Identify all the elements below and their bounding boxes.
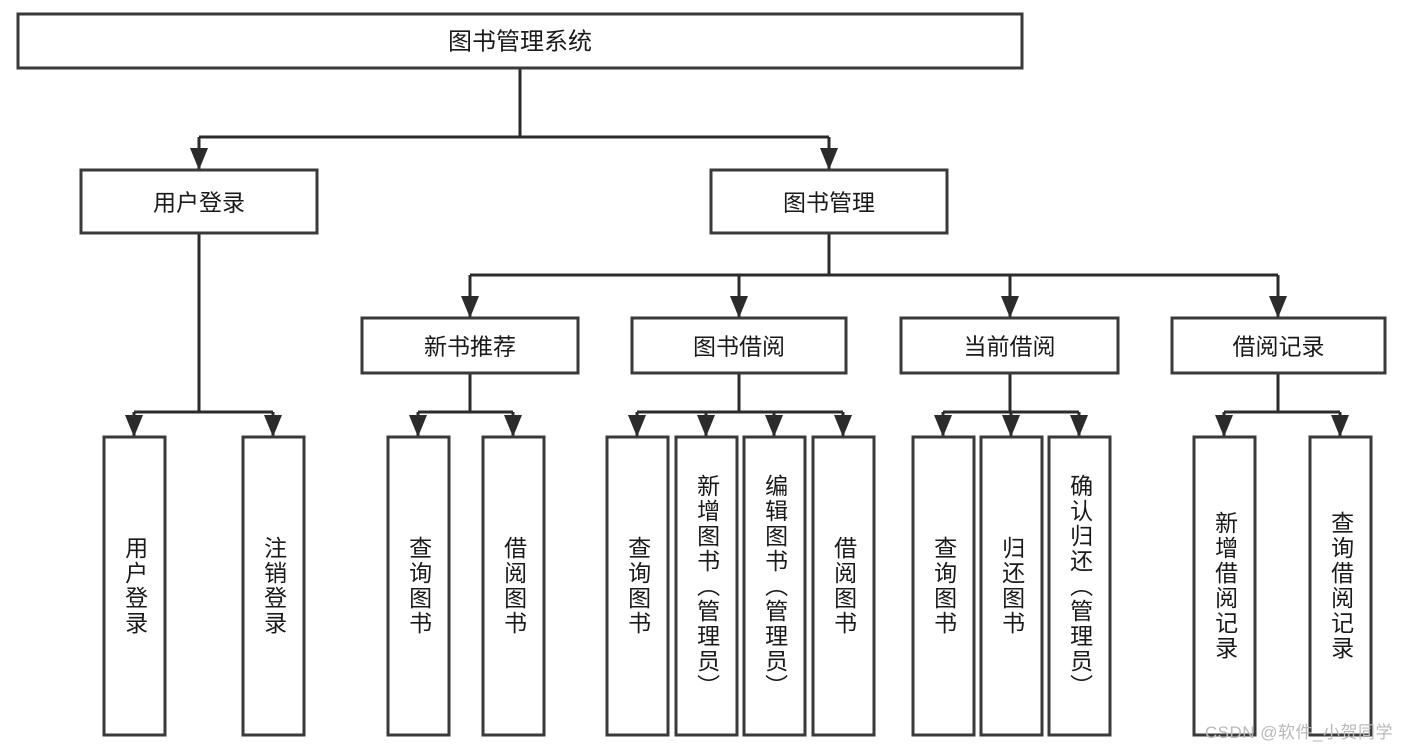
leaf-label-leaf-add-borrow-record: 新增借阅记录 xyxy=(1211,511,1238,661)
node-label-new-book-recommend: 新书推荐 xyxy=(424,334,516,360)
leaf-label-leaf-user-login: 用户登录 xyxy=(121,536,148,636)
node-box-book-borrow[interactable] xyxy=(630,316,848,375)
arrow-head-icon xyxy=(125,415,143,437)
leaf-label-leaf-confirm-return-admin: 确认归还（管理员） xyxy=(1066,473,1093,699)
leaf-label-leaf-logout-login: 注销登录 xyxy=(260,536,287,636)
node-box-root-system[interactable] xyxy=(16,12,1024,70)
node-box-leaf-add-book-admin[interactable] xyxy=(674,435,739,737)
boxes-layer xyxy=(16,12,1387,737)
node-box-leaf-user-login[interactable] xyxy=(102,435,167,737)
node-box-leaf-logout-login[interactable] xyxy=(241,435,306,737)
node-box-borrow-record[interactable] xyxy=(1170,316,1387,375)
node-box-leaf-return-book[interactable] xyxy=(979,435,1044,737)
node-box-book-manage[interactable] xyxy=(709,168,949,235)
node-box-user-login[interactable] xyxy=(79,168,319,235)
leaf-label-leaf-return-book: 归还图书 xyxy=(998,536,1025,636)
leaf-label-leaf-add-book-admin: 新增图书（管理员） xyxy=(693,473,720,699)
node-box-leaf-edit-book-admin[interactable] xyxy=(742,435,807,737)
arrow-head-icon xyxy=(834,415,852,437)
arrow-head-icon xyxy=(1070,415,1088,437)
arrow-head-icon xyxy=(730,296,748,318)
arrow-head-icon xyxy=(934,415,952,437)
leaf-label-leaf-query-book-rec: 查询图书 xyxy=(405,536,432,636)
leaf-label-leaf-query-borrow-record: 查询借阅记录 xyxy=(1327,511,1354,661)
node-box-new-book-recommend[interactable] xyxy=(360,316,580,375)
arrow-head-icon xyxy=(1331,415,1349,437)
node-box-leaf-add-borrow-record[interactable] xyxy=(1192,435,1257,737)
arrow-head-icon xyxy=(409,415,427,437)
arrow-head-icon xyxy=(1002,415,1020,437)
arrow-head-icon xyxy=(1001,296,1019,318)
node-box-leaf-borrow-book[interactable] xyxy=(811,435,876,737)
node-box-leaf-borrow-book-rec[interactable] xyxy=(481,435,546,737)
arrow-head-icon xyxy=(1269,296,1287,318)
arrow-head-icon xyxy=(1215,415,1233,437)
connectors-layer xyxy=(125,68,1349,437)
node-box-leaf-query-book-rec[interactable] xyxy=(386,435,451,737)
node-label-borrow-record: 借阅记录 xyxy=(1233,334,1325,360)
arrow-head-icon xyxy=(190,148,208,170)
arrow-head-icon xyxy=(504,415,522,437)
arrow-head-icon xyxy=(697,415,715,437)
node-box-current-borrow[interactable] xyxy=(899,316,1120,375)
arrow-head-icon xyxy=(628,415,646,437)
node-box-leaf-query-book-cur[interactable] xyxy=(911,435,976,737)
node-label-root-system: 图书管理系统 xyxy=(448,29,592,56)
leaf-label-leaf-borrow-book: 借阅图书 xyxy=(830,536,857,636)
node-label-book-manage: 图书管理 xyxy=(783,190,875,216)
node-box-leaf-query-borrow-record[interactable] xyxy=(1308,435,1373,737)
node-box-leaf-confirm-return-admin[interactable] xyxy=(1047,435,1112,737)
arrow-head-icon xyxy=(461,296,479,318)
node-label-user-login: 用户登录 xyxy=(153,190,245,216)
node-label-book-borrow: 图书借阅 xyxy=(693,334,785,360)
node-box-leaf-query-book-borrow[interactable] xyxy=(605,435,670,737)
arrow-head-icon xyxy=(820,148,838,170)
node-label-current-borrow: 当前借阅 xyxy=(964,334,1056,360)
leaf-label-leaf-query-book-cur: 查询图书 xyxy=(930,536,957,636)
leaf-label-leaf-edit-book-admin: 编辑图书（管理员） xyxy=(761,473,788,699)
watermark-text: CSDN @软件_小贺同学 xyxy=(1204,723,1393,742)
arrow-head-icon xyxy=(264,415,282,437)
arrow-head-icon xyxy=(765,415,783,437)
leaf-label-leaf-query-book-borrow: 查询图书 xyxy=(624,536,651,636)
leaf-label-leaf-borrow-book-rec: 借阅图书 xyxy=(500,536,527,636)
